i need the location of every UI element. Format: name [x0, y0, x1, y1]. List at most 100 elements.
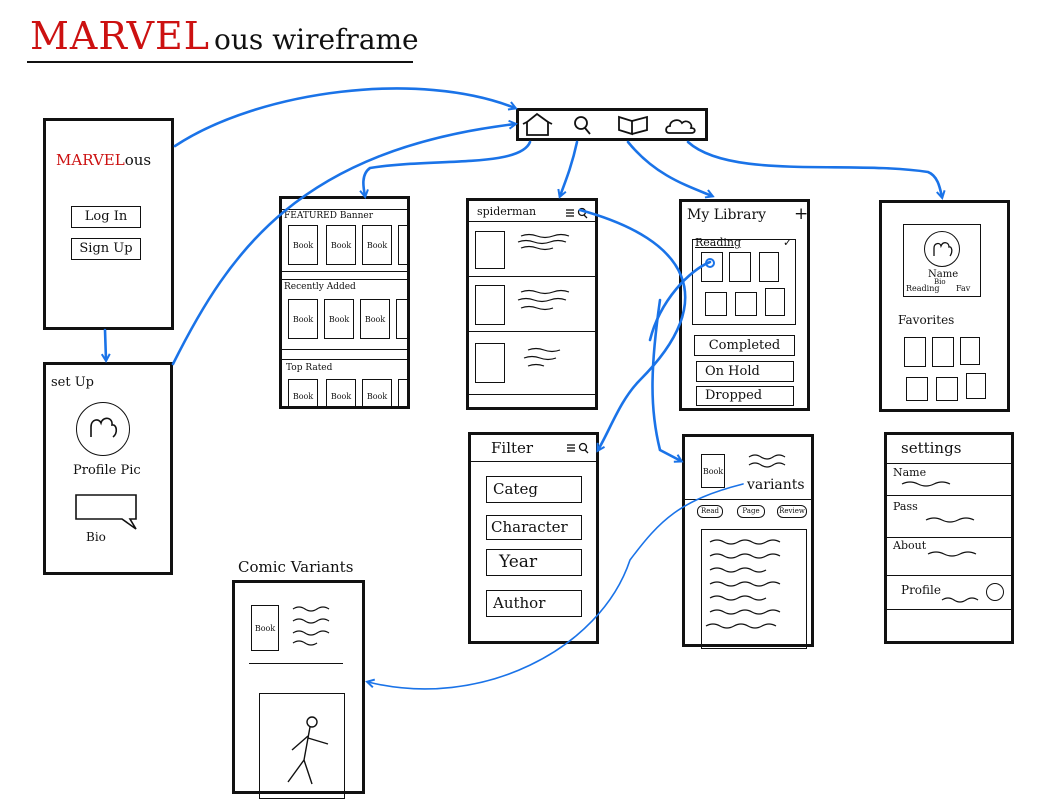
library-screen: My Library + Reading ✓ Completed On Hold…	[679, 199, 810, 411]
arrow-login-to-setup	[105, 328, 106, 360]
profile-reading[interactable]: Reading	[906, 284, 940, 293]
login-button[interactable]: Log In	[71, 206, 141, 228]
setup-title: set Up	[51, 375, 94, 390]
book-card[interactable]: Book	[360, 299, 390, 339]
avatar[interactable]	[76, 402, 130, 456]
settings-title: settings	[901, 439, 962, 457]
book-slot[interactable]	[735, 292, 757, 316]
profile-pic-label: Profile Pic	[73, 463, 141, 478]
arrow-login-to-nav	[173, 87, 515, 148]
title-rest: ous wireframe	[214, 23, 419, 56]
filter-screen: Filter Categ Character Year Author	[468, 432, 599, 644]
featured-banner-label: FEATURED Banner	[284, 211, 374, 221]
book-card[interactable]: Book	[326, 379, 356, 406]
comic-detail-screen: Book variants Read Page Review	[682, 434, 814, 649]
description-scribble	[748, 454, 786, 468]
reading-label: Reading	[695, 236, 742, 249]
on-hold-button[interactable]: On Hold	[696, 361, 794, 382]
description-scribble	[292, 606, 330, 646]
book-slot[interactable]	[705, 292, 727, 316]
avatar[interactable]	[924, 231, 960, 267]
book-slot[interactable]	[759, 252, 779, 282]
profile-fav[interactable]: Fav	[956, 284, 971, 293]
add-button[interactable]: +	[794, 204, 809, 224]
book-card[interactable]: B	[398, 379, 407, 406]
recently-added-label: Recently Added	[284, 282, 356, 292]
book-open-icon[interactable]	[618, 115, 648, 136]
book-card[interactable]: Book	[326, 225, 356, 265]
book-card[interactable]: Book	[288, 299, 318, 339]
cloud-avatar-icon	[933, 242, 953, 257]
filter-character[interactable]: Character	[486, 515, 582, 540]
book-card[interactable]: Book	[362, 379, 392, 406]
title-underline	[27, 61, 413, 63]
profile-avatar-icon[interactable]	[986, 583, 1004, 601]
home-icon[interactable]	[522, 112, 553, 136]
settings-scribbles	[901, 481, 979, 603]
arrow-search-to-detail	[651, 298, 682, 461]
stick-figure-icon	[287, 716, 329, 785]
variant-preview[interactable]	[259, 693, 345, 799]
tab-read[interactable]: Read	[697, 505, 723, 518]
book-card[interactable]: B	[398, 225, 407, 265]
favorite-slot[interactable]	[906, 377, 928, 401]
settings-screen: settings Name Pass About Profile	[884, 432, 1014, 644]
bio-bubble-icon[interactable]	[74, 493, 144, 537]
library-title: My Library	[687, 207, 767, 223]
bio-label: Bio	[86, 530, 106, 544]
dropped-button[interactable]: Dropped	[696, 386, 794, 406]
tab-review[interactable]: Review	[777, 505, 807, 518]
menu-search-icon[interactable]	[565, 441, 595, 457]
book-slot[interactable]	[729, 252, 751, 282]
review-scribbles	[705, 539, 781, 629]
tab-page[interactable]: Page	[737, 505, 765, 518]
result-scribbles	[517, 233, 570, 367]
comic-variants-title: Comic Variants	[238, 558, 354, 576]
book-card[interactable]: Book	[362, 225, 392, 265]
book-card[interactable]: B	[396, 299, 407, 339]
setup-screen: set Up Profile Pic Bio	[43, 362, 173, 575]
cloud-profile-icon[interactable]	[665, 119, 696, 134]
top-rated-label: Top Rated	[286, 363, 333, 373]
comic-variants-screen: Book	[232, 580, 365, 799]
home-screen: FEATURED Banner Book Book Book B Recentl…	[279, 196, 410, 409]
check-icon[interactable]: ✓	[783, 236, 793, 249]
filter-title: Filter	[491, 439, 534, 457]
setting-pass[interactable]: Pass	[893, 500, 918, 513]
favorite-slot[interactable]	[904, 337, 926, 367]
variants-link[interactable]: variants	[747, 477, 805, 493]
setting-about[interactable]: About	[893, 539, 927, 552]
setting-profile[interactable]: Profile	[901, 583, 941, 597]
filter-year[interactable]: Year	[486, 549, 582, 576]
favorite-slot[interactable]	[966, 373, 986, 399]
filter-author[interactable]: Author	[486, 590, 582, 617]
favorite-slot[interactable]	[932, 337, 954, 367]
filter-category[interactable]: Categ	[486, 476, 582, 503]
favorite-slot[interactable]	[960, 337, 980, 365]
reading-shelf[interactable]: Reading ✓	[692, 236, 796, 325]
book-card[interactable]: Book	[324, 299, 354, 339]
book-slot[interactable]	[701, 252, 723, 282]
book-slot[interactable]	[765, 288, 785, 316]
book-cover: Book	[701, 454, 725, 488]
signup-button[interactable]: Sign Up	[71, 238, 141, 260]
book-cover: Book	[251, 605, 279, 651]
login-brand: MARVELous	[56, 151, 152, 169]
book-card[interactable]: Book	[288, 225, 318, 265]
nav-bar	[516, 108, 708, 141]
completed-button[interactable]: Completed	[694, 335, 795, 356]
favorites-label: Favorites	[898, 313, 955, 327]
login-screen: MARVELous Log In Sign Up	[43, 118, 174, 330]
review-panel	[701, 529, 807, 649]
profile-name: Name	[928, 269, 959, 280]
search-icon[interactable]	[574, 116, 591, 135]
favorite-slot[interactable]	[936, 377, 958, 401]
profile-screen: Name Bio Reading Fav Favorites	[879, 200, 1010, 412]
arrow-nav-to-search	[560, 140, 579, 196]
setting-name[interactable]: Name	[893, 466, 927, 479]
arrow-nav-to-profile	[686, 140, 942, 197]
title-brand: MARVEL	[30, 14, 211, 58]
arrow-nav-to-home	[363, 140, 532, 196]
book-card[interactable]: Book	[288, 379, 318, 406]
cloud-avatar-icon	[90, 417, 118, 438]
